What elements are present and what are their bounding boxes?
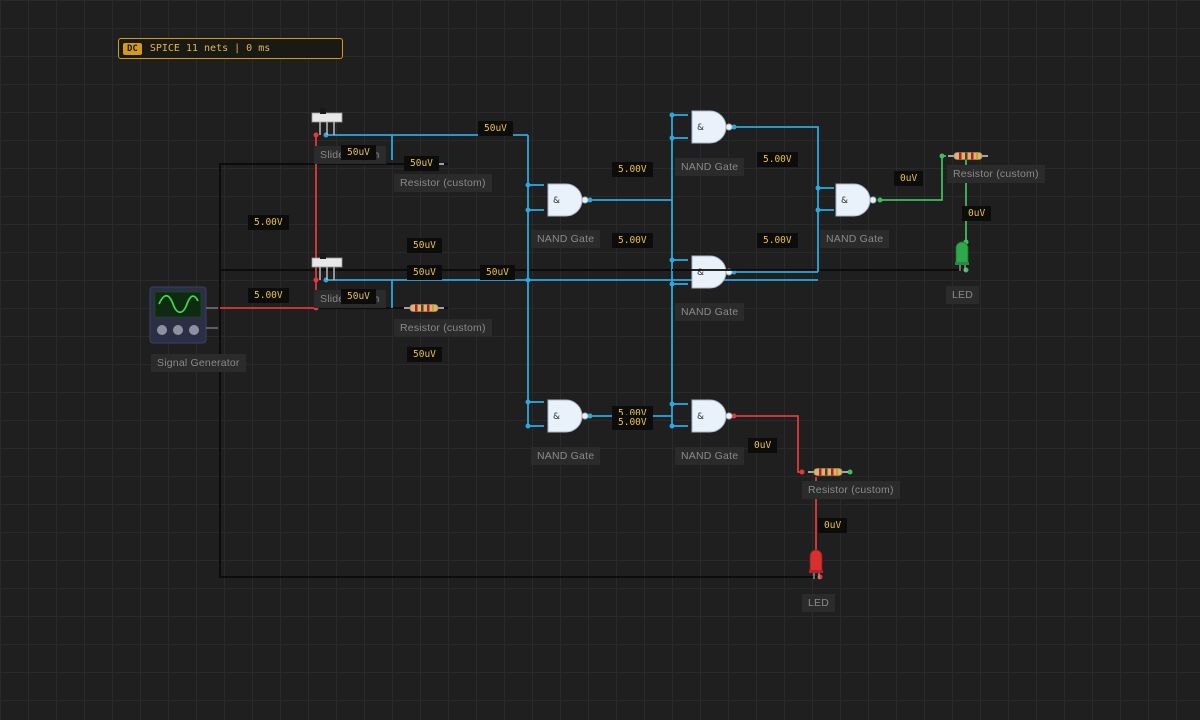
resistor-3[interactable] [947,151,989,161]
voltage-label: 50uV [407,238,442,253]
voltage-label: 50uV [478,121,513,136]
signal-generator[interactable] [149,286,218,344]
nand-gate-1-label: NAND Gate [531,230,601,248]
resistor-4-label: Resistor (custom) [802,481,900,499]
voltage-label: 50uV [341,289,376,304]
led-red-label: LED [802,594,836,612]
resistor-3-label: Resistor (custom) [947,165,1045,183]
resistor-1-label: Resistor (custom) [394,174,492,192]
resistor-2-label: Resistor (custom) [394,319,492,337]
nand-gate-3-label: NAND Gate [675,303,745,321]
voltage-label: 5.00V [248,288,289,303]
gate-symbol: & [697,412,704,422]
gate-symbol: & [697,268,704,278]
nand-gate-5[interactable]: & [547,399,589,433]
nand-gate-2-label: NAND Gate [675,158,745,176]
analysis-mode-badge: DC [123,42,142,55]
voltage-label: 0uV [748,438,778,453]
led-green-label: LED [946,286,980,304]
slide-switch-2[interactable] [311,253,343,280]
nand-gate-4[interactable]: & [835,183,877,217]
voltage-label: 5.00V [248,215,289,230]
red-wires[interactable] [220,135,817,560]
voltage-label: 5.00V [757,233,798,248]
voltage-label: 50uV [404,156,439,171]
signal-generator-label: Signal Generator [151,354,246,372]
simulation-status-bar: DC SPICE 11 nets | 0 ms [118,38,343,59]
resistor-2[interactable] [403,303,445,313]
nand-gate-5-label: NAND Gate [531,447,601,465]
voltage-label: 0uV [962,206,992,221]
gate-symbol: & [841,196,848,206]
voltage-label: 50uV [480,265,515,280]
voltage-label: 5.00V [612,162,653,177]
voltage-label: 0uV [894,171,924,186]
nand-gate-3[interactable]: & [691,255,733,289]
gate-symbol: & [553,412,560,422]
voltage-label: 50uV [407,347,442,362]
voltage-label: 50uV [341,145,376,160]
blue-wires[interactable] [326,114,834,427]
gate-symbol: & [553,196,560,206]
gate-symbol: & [697,123,704,133]
voltage-label: 5.00V [757,152,798,167]
black-wires[interactable] [219,163,962,578]
voltage-label: 5.00V [612,233,653,248]
nand-gate-6[interactable]: & [691,399,733,433]
simulation-status-text: SPICE 11 nets | 0 ms [149,43,271,54]
nand-gate-6-label: NAND Gate [675,447,745,465]
led-green[interactable] [955,241,969,271]
nand-gate-2[interactable]: & [691,110,733,144]
voltage-label: 0uV [818,518,848,533]
nand-gate-4-label: NAND Gate [820,230,890,248]
resistor-4[interactable] [807,467,849,477]
nand-gate-1[interactable]: & [547,183,589,217]
led-red[interactable] [809,549,823,579]
voltage-label: 50uV [407,265,442,280]
slide-switch-1[interactable] [311,108,343,135]
voltage-label: 5.00V [612,415,653,430]
